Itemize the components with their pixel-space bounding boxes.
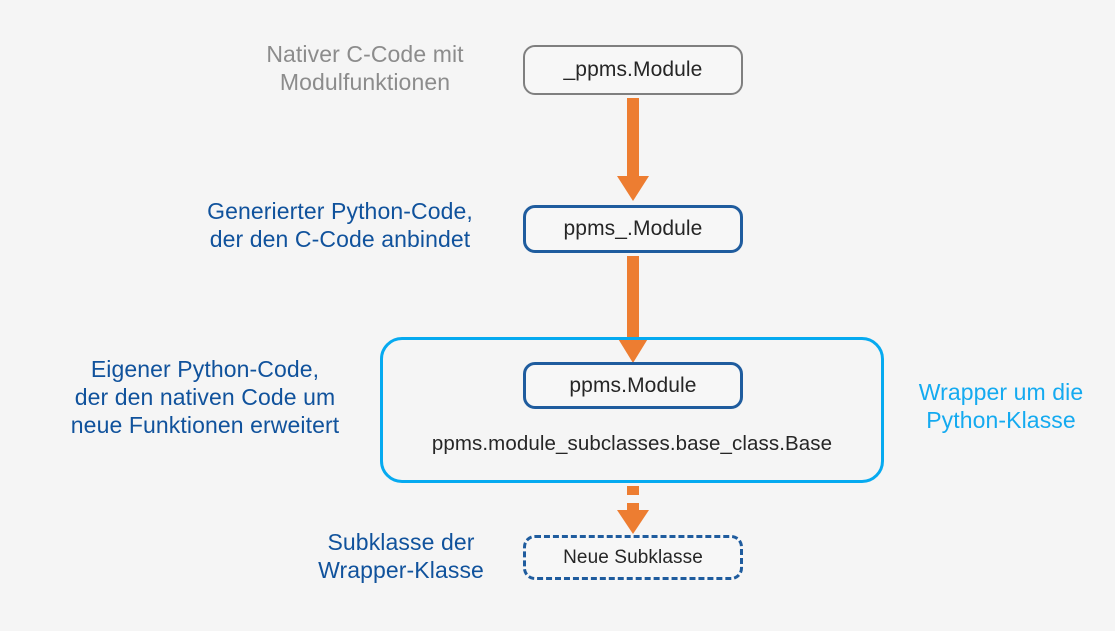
node-new-subclass[interactable]: Neue Subklasse	[523, 535, 743, 580]
wrapper-container[interactable]	[380, 337, 884, 483]
node-generated-module-text: ppms_.Module	[563, 217, 703, 240]
label-native-c-code: Nativer C-Code mit Modulfunktionen	[266, 41, 464, 96]
label-wrapper-side: Wrapper um die Python-Klasse	[918, 379, 1084, 434]
node-new-subclass-text: Neue Subklasse	[563, 546, 703, 568]
label-subclass-side: Subklasse der Wrapper-Klasse	[318, 529, 484, 584]
label-generated-python-code: Generierter Python-Code, der den C-Code …	[207, 198, 473, 253]
label-own-python-code: Eigener Python-Code, der den nativen Cod…	[70, 356, 340, 439]
arrow-wrapper-to-subclass	[615, 484, 651, 536]
arrow-native-to-generated	[615, 98, 651, 203]
node-native-module-text: _ppms.Module	[563, 58, 703, 81]
node-native-module[interactable]: _ppms.Module	[523, 45, 743, 95]
node-generated-module[interactable]: ppms_.Module	[523, 205, 743, 253]
node-wrapper-module[interactable]: ppms.Module	[523, 362, 743, 409]
arrow-generated-to-wrapper	[615, 256, 651, 366]
node-wrapper-module-text: ppms.Module	[569, 373, 697, 397]
text-base-class: ppms.module_subclasses.base_class.Base	[431, 432, 833, 455]
